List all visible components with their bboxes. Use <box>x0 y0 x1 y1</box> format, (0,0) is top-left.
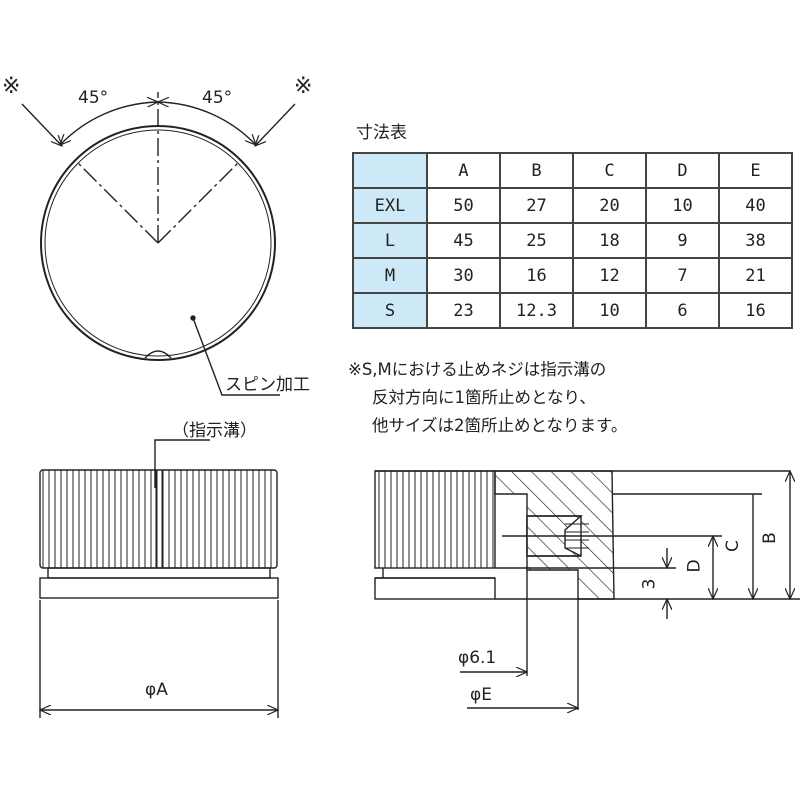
value-cell: 23 <box>426 292 501 329</box>
value-cell: 30 <box>426 257 501 294</box>
table-header-row: A B C D E <box>352 152 793 189</box>
table-row: S 23 12.3 10 6 16 <box>352 292 793 329</box>
size-cell: L <box>352 222 428 259</box>
header-cell: A <box>426 152 501 189</box>
mark-left: ※ <box>2 74 21 99</box>
value-cell: 12 <box>572 257 647 294</box>
value-cell: 40 <box>718 187 793 224</box>
dim-c-label: C <box>722 540 743 552</box>
mark-right: ※ <box>294 74 313 99</box>
value-cell: 9 <box>645 222 720 259</box>
table-row: L 45 25 18 9 38 <box>352 222 793 259</box>
value-cell: 25 <box>499 222 574 259</box>
value-cell: 38 <box>718 222 793 259</box>
dim-e-label: φE <box>470 685 492 705</box>
dimension-table: A B C D E EXL 50 27 20 10 40 L 45 25 18 … <box>352 152 793 329</box>
header-cell: B <box>499 152 574 189</box>
angle-right-label: 45° <box>202 88 233 108</box>
table-row: M 30 16 12 7 21 <box>352 257 793 294</box>
header-cell: C <box>572 152 647 189</box>
value-cell: 20 <box>572 187 647 224</box>
dim-3-label: 3 <box>639 578 660 590</box>
size-cell: M <box>352 257 428 294</box>
value-cell: 45 <box>426 222 501 259</box>
dim-b-label: B <box>759 532 780 544</box>
header-cell: D <box>645 152 720 189</box>
value-cell: 12.3 <box>499 292 574 329</box>
note-line: 他サイズは2箇所止めとなります。 <box>372 416 628 435</box>
dim-d-label: D <box>684 559 705 573</box>
value-cell: 6 <box>645 292 720 329</box>
dim-a-label: φA <box>145 680 168 700</box>
value-cell: 10 <box>572 292 647 329</box>
section-view <box>374 471 800 710</box>
header-corner <box>352 152 428 189</box>
value-cell: 21 <box>718 257 793 294</box>
value-cell: 18 <box>572 222 647 259</box>
groove-label: （指示溝） <box>172 421 257 441</box>
top-view <box>21 92 296 396</box>
side-view <box>40 439 278 718</box>
value-cell: 7 <box>645 257 720 294</box>
value-cell: 16 <box>718 292 793 329</box>
value-cell: 10 <box>645 187 720 224</box>
note-line: 反対方向に1箇所止めとなり、 <box>372 388 596 407</box>
value-cell: 27 <box>499 187 574 224</box>
finish-label: スピン加工 <box>225 375 310 395</box>
header-cell: E <box>718 152 793 189</box>
table-title: 寸法表 <box>356 123 407 143</box>
value-cell: 16 <box>499 257 574 294</box>
notes: ※S,Mにおける止めネジは指示溝の 反対方向に1箇所止めとなり、 他サイズは2箇… <box>348 356 627 440</box>
table-row: EXL 50 27 20 10 40 <box>352 187 793 224</box>
note-line: ※S,Mにおける止めネジは指示溝の <box>348 360 607 379</box>
size-cell: S <box>352 292 428 329</box>
size-cell: EXL <box>352 187 428 224</box>
dim-6-1-label: φ6.1 <box>458 648 497 668</box>
value-cell: 50 <box>426 187 501 224</box>
angle-left-label: 45° <box>78 88 109 108</box>
